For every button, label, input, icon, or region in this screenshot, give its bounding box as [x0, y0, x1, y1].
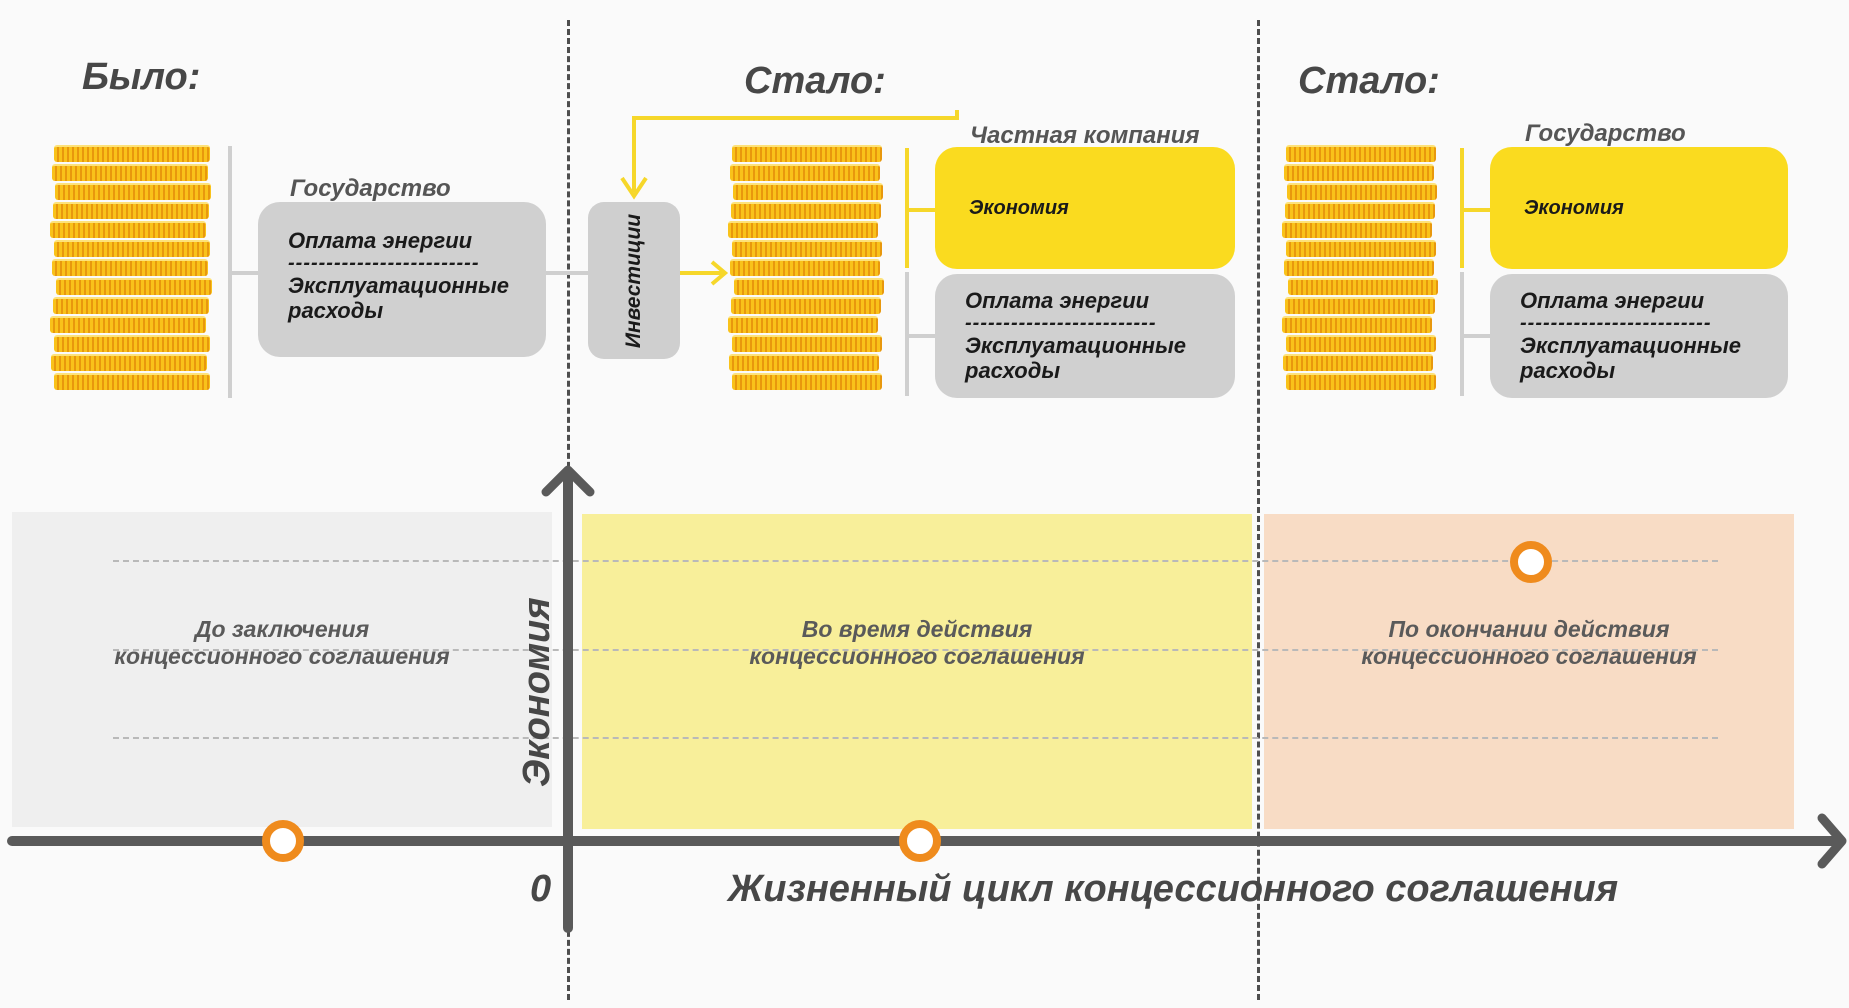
origin-label: 0 [530, 868, 552, 910]
phase-during: Во время действия концессионного соглаше… [582, 514, 1252, 829]
operating-costs-label-2: расходы [1520, 358, 1616, 383]
owner-during: Частная компания [970, 122, 1200, 149]
gridline-low [113, 737, 1718, 739]
before-heading: Было: [82, 56, 201, 98]
operating-costs-label-2: расходы [965, 358, 1061, 383]
box-separator: ------------------------- [1520, 313, 1712, 333]
divider-during-after [1257, 20, 1260, 1000]
connector-during-costs [905, 334, 937, 338]
after-heading: Стало: [1298, 60, 1440, 102]
phase-after-line2: концессионного соглашения [1361, 643, 1697, 669]
savings-box-after: Экономия [1490, 147, 1788, 269]
phase-after-line1: По окончании действия [1388, 616, 1670, 642]
connector-before-right [546, 271, 588, 275]
investment-box: Инвестиции [588, 202, 680, 359]
box-separator: ------------------------- [288, 253, 480, 273]
operating-costs-label-2: расходы [288, 298, 384, 323]
during-heading: Стало: [744, 60, 886, 102]
marker-before [262, 820, 304, 862]
marker-after [1510, 541, 1552, 583]
y-axis-title: Экономия [516, 597, 558, 787]
energy-payment-label: Оплата энергии [288, 228, 473, 253]
coin-stack-after [1282, 145, 1452, 400]
gridline-high [113, 560, 1718, 562]
x-axis-title: Жизненный цикл концессионного соглашения [728, 868, 1619, 910]
investment-loop-arrow [620, 110, 959, 200]
connector-after-costs [1460, 334, 1492, 338]
gridline-mid [113, 649, 1718, 651]
costs-box-during: Оплата энергии -------------------------… [935, 274, 1235, 398]
savings-label-during: Экономия [969, 196, 1069, 219]
operating-costs-label: Эксплуатационные [288, 273, 509, 298]
coin-stack-before [50, 145, 220, 400]
energy-payment-label: Оплата энергии [1520, 288, 1705, 313]
operating-costs-label: Эксплуатационные [965, 333, 1186, 358]
investment-arrow [680, 260, 729, 286]
phase-before-line2: концессионного соглашения [114, 643, 450, 669]
investment-label: Инвестиции [622, 213, 645, 348]
energy-payment-label: Оплата энергии [965, 288, 1150, 313]
marker-during [899, 820, 941, 862]
connector-before [228, 271, 260, 275]
savings-label-after: Экономия [1524, 196, 1624, 219]
box-separator: ------------------------- [965, 313, 1157, 333]
operating-costs-label: Эксплуатационные [1520, 333, 1741, 358]
phase-during-line1: Во время действия [801, 616, 1033, 642]
connector-during-savings [905, 208, 937, 212]
coin-stack-during [728, 145, 898, 400]
savings-box-during: Экономия [935, 147, 1235, 269]
owner-after: Государство [1525, 120, 1686, 147]
phase-before-line1: До заключения [194, 616, 370, 642]
connector-after-savings [1460, 208, 1492, 212]
phase-before: До заключения концессионного соглашения [12, 512, 552, 827]
costs-box-after: Оплата энергии -------------------------… [1490, 274, 1788, 398]
phase-during-line2: концессионного соглашения [749, 643, 1085, 669]
owner-before: Государство [290, 175, 451, 202]
costs-box-before: Оплата энергии -------------------------… [258, 202, 546, 357]
